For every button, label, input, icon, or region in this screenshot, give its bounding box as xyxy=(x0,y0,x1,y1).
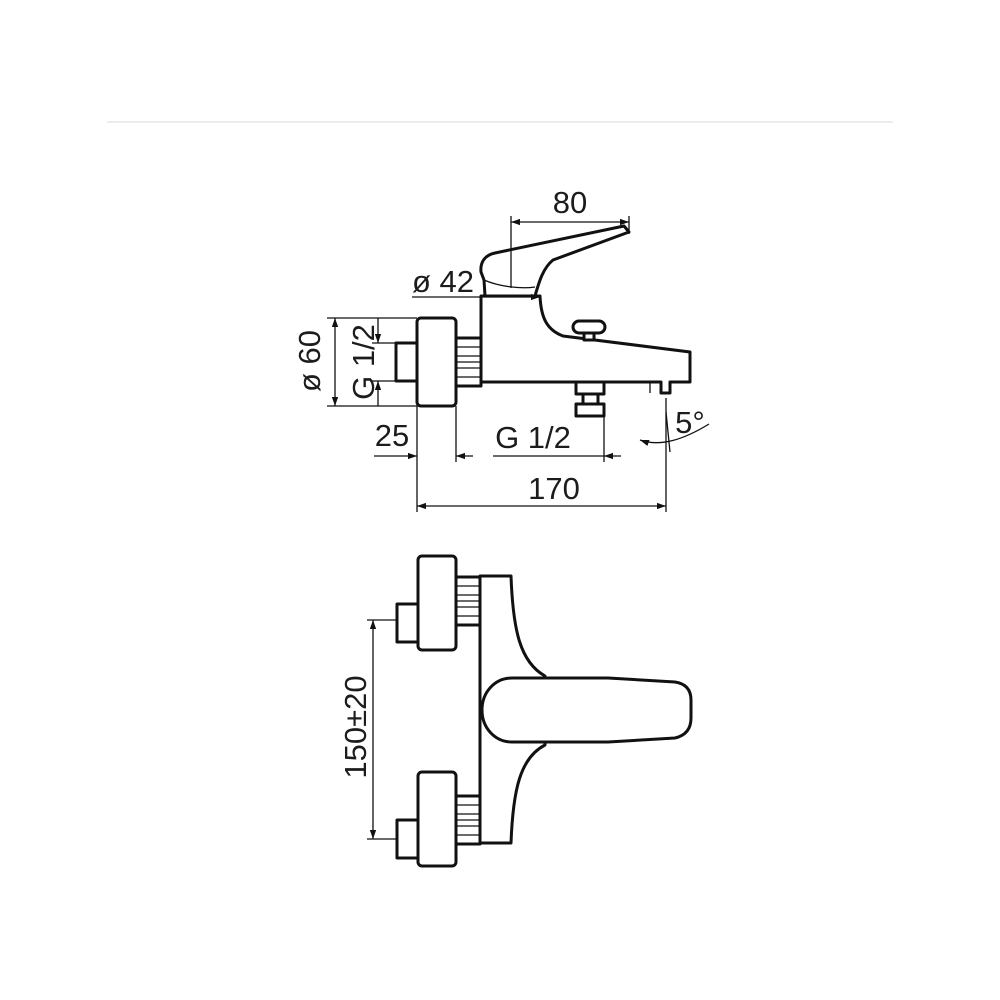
total-length-label: 170 xyxy=(528,471,580,506)
wall-flange xyxy=(415,316,458,408)
body-diameter-label: ø 42 xyxy=(412,264,474,299)
lower-inlet-pipe xyxy=(395,818,421,860)
mixer-body xyxy=(479,294,692,395)
side-view: 80 ø 42 ø 60 G 1/2 25 G 1/2 170 5° xyxy=(292,185,710,512)
lower-flange xyxy=(416,770,458,868)
lower-hex-nut xyxy=(454,794,482,846)
outlet-thread-label: G 1/2 xyxy=(495,420,571,455)
handle-length-label: 80 xyxy=(553,185,587,220)
flange-diameter-label: ø 60 xyxy=(292,330,327,392)
upper-inlet-pipe xyxy=(395,602,421,644)
inlet-spacing-dimension xyxy=(367,619,397,840)
bottom-outlet xyxy=(574,380,606,418)
wall-offset-label: 25 xyxy=(375,418,409,453)
top-view: 150±20 xyxy=(338,554,693,868)
upper-hex-nut xyxy=(454,575,482,627)
diverter-knob xyxy=(571,319,607,342)
spout-angle-label: 5° xyxy=(675,405,705,440)
hex-nut xyxy=(454,336,483,388)
inlet-pipe xyxy=(394,341,420,383)
dimension-lines xyxy=(327,216,710,512)
inlet-thread-label: G 1/2 xyxy=(346,324,381,400)
lever-handle-top xyxy=(480,676,693,744)
inlet-spacing-label: 150±20 xyxy=(338,675,373,778)
upper-flange xyxy=(416,554,458,652)
lever-handle xyxy=(479,224,631,298)
